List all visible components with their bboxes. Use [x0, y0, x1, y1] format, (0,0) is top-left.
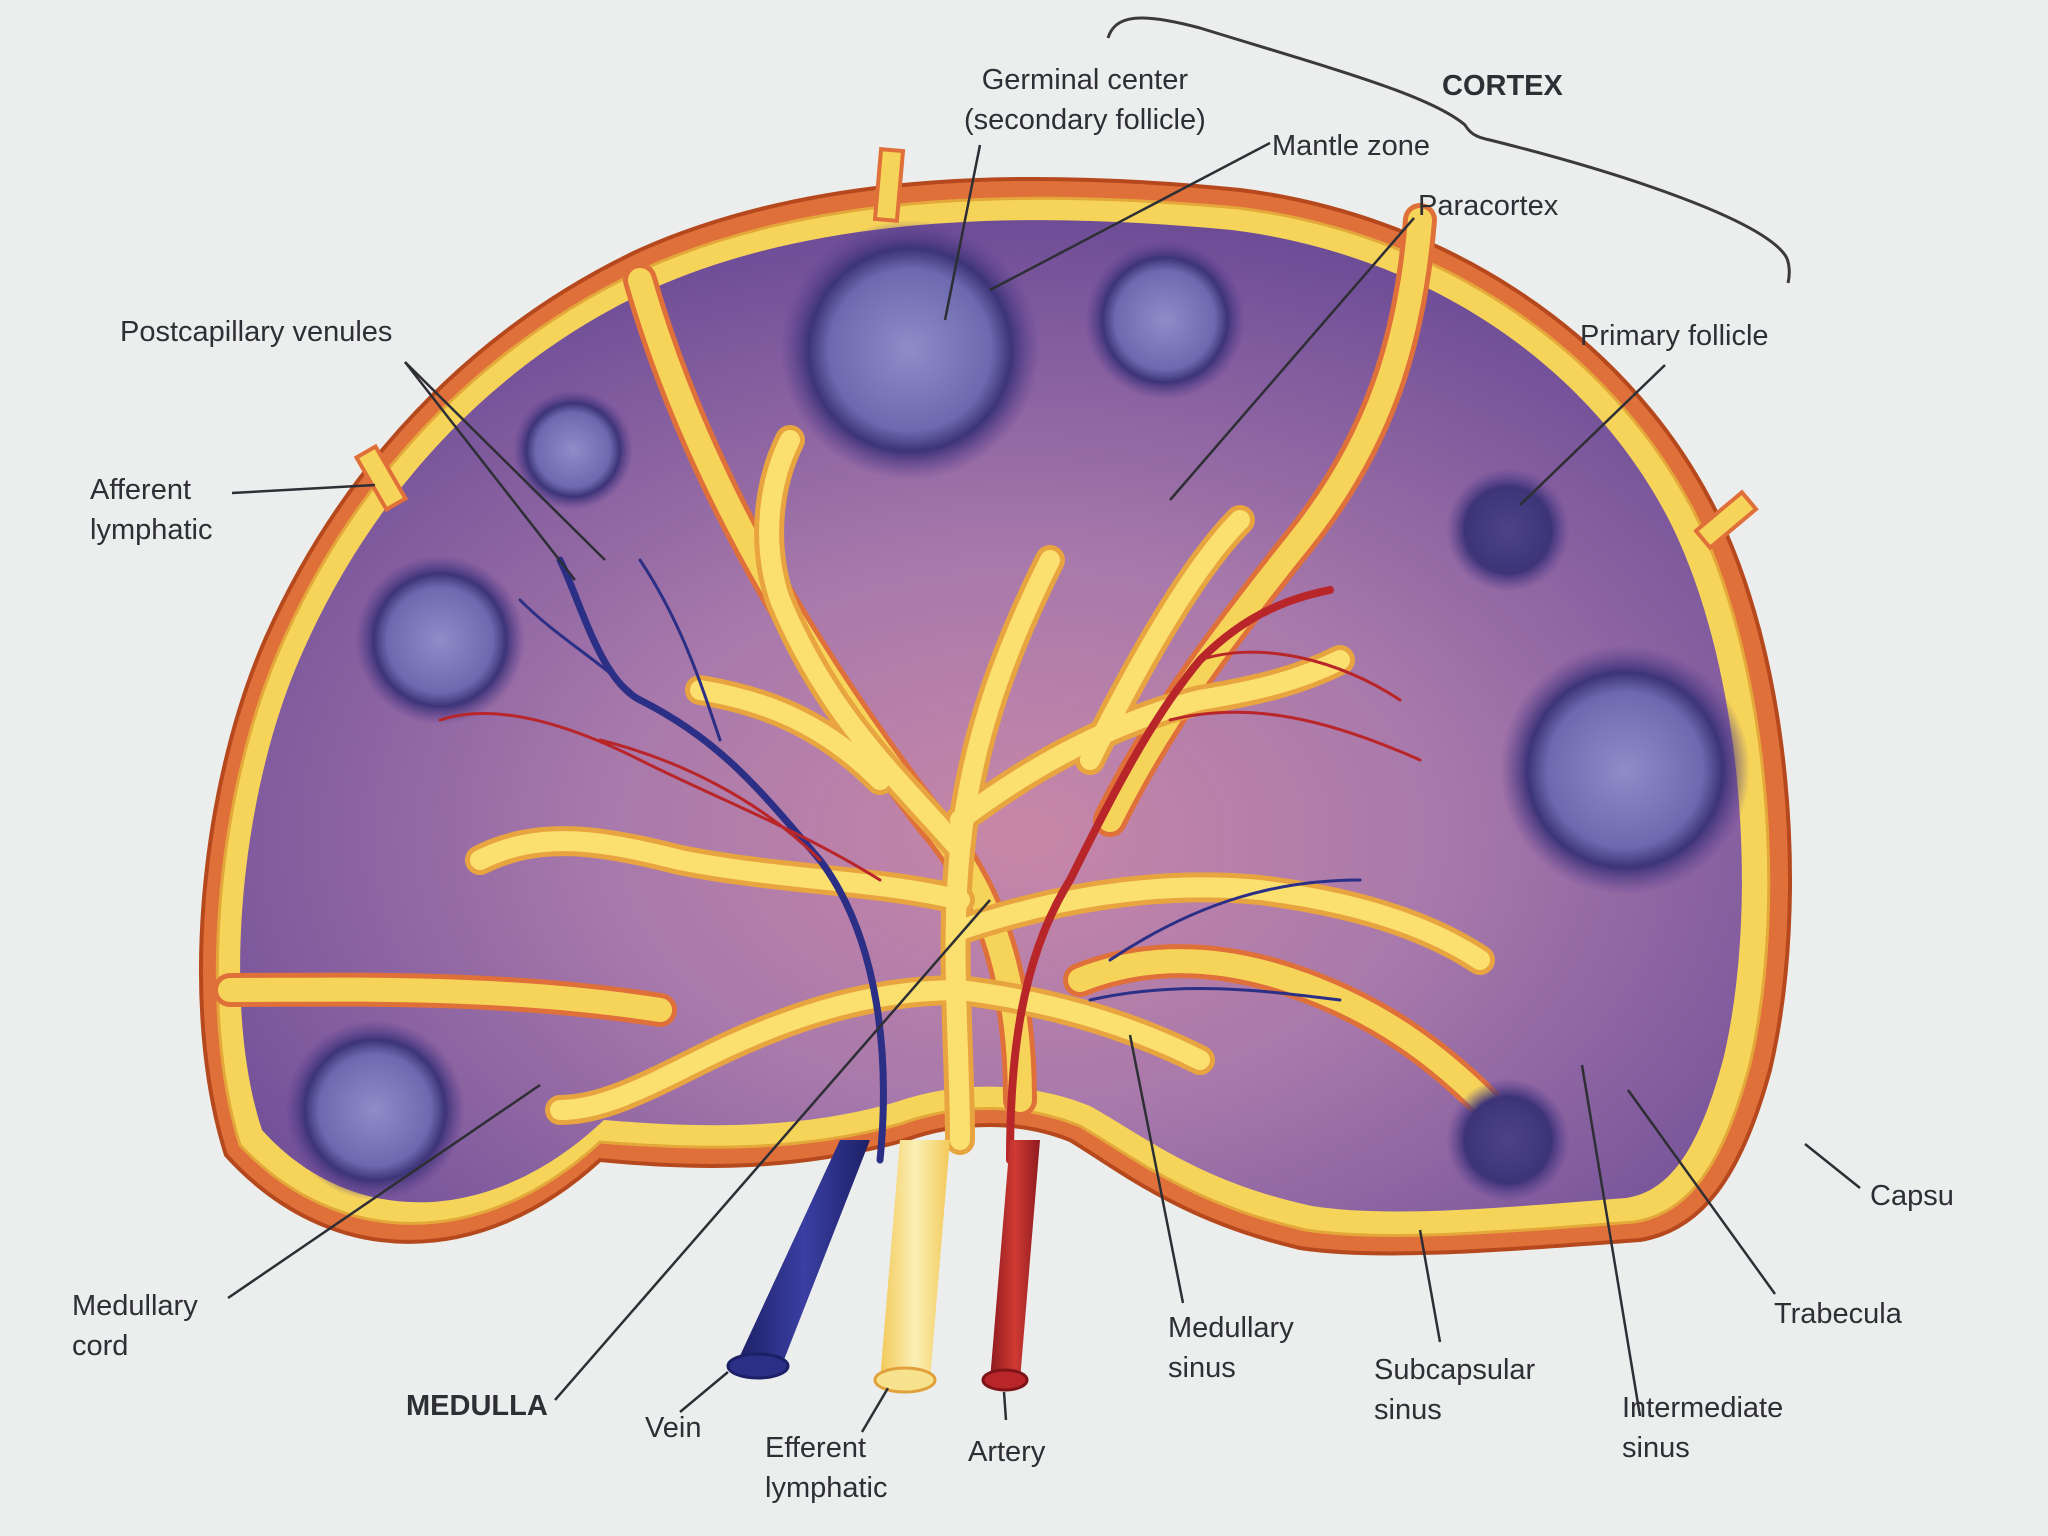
- label-efferent-lymphatic: Efferent lymphatic: [765, 1432, 888, 1504]
- label-intermediate-sinus: Intermediate sinus: [1622, 1392, 1784, 1464]
- label-postcapillary-venules: Postcapillary venules: [120, 316, 393, 348]
- efferent-lymphatic-opening: [873, 1366, 937, 1394]
- leader-artery: [1002, 1391, 1008, 1421]
- leader-trabecula: [1626, 1089, 1777, 1295]
- leader-intermediate-sinus: [1580, 1064, 1642, 1417]
- label-medullary-sinus: Medullary sinus: [1168, 1312, 1294, 1384]
- label-vein: Vein: [645, 1412, 702, 1444]
- afferent-lymphatic-top: [872, 147, 906, 223]
- cortex-bracket: [1106, 16, 1791, 284]
- label-mantle-zone: Mantle zone: [1272, 130, 1430, 162]
- venule-branch-left: [518, 558, 722, 742]
- label-cortex: CORTEX: [1442, 70, 1563, 102]
- primary-follicle-lower: [1446, 1078, 1570, 1202]
- afferent-lymphatic-left: [353, 443, 409, 513]
- label-paracortex: Paracortex: [1418, 190, 1559, 222]
- secondary-follicle-right: [1500, 645, 1750, 895]
- secondary-follicle-top-right: [1085, 240, 1245, 400]
- internal-artery: [1006, 586, 1334, 1164]
- label-subcapsular-sinus: Subcapsular sinus: [1374, 1354, 1536, 1426]
- leader-medullary-cord: [227, 1083, 541, 1300]
- label-trabecula: Trabecula: [1774, 1298, 1902, 1330]
- trabeculae: [213, 203, 1537, 1157]
- internal-vein: [556, 556, 887, 1164]
- label-capsule: Capsu: [1870, 1180, 1954, 1212]
- leader-postcapillary-2: [404, 361, 576, 581]
- vein-opening: [726, 1352, 790, 1380]
- label-afferent-lymphatic: Afferent lymphatic: [90, 474, 213, 546]
- afferent-lymphatics: [353, 147, 1759, 551]
- label-artery: Artery: [968, 1436, 1046, 1468]
- secondary-follicle-top: [780, 220, 1040, 480]
- leader-afferent-lymphatic: [231, 483, 376, 495]
- leader-vein: [679, 1371, 729, 1413]
- leader-postcapillary-1: [404, 361, 606, 561]
- leader-paracortex: [1169, 217, 1415, 501]
- secondary-follicle-lower-left: [285, 1020, 465, 1200]
- label-primary-follicle: Primary follicle: [1580, 320, 1769, 352]
- hilum-vessels: [726, 1140, 1040, 1394]
- follicles: [285, 220, 1750, 1202]
- medullary-sinus-network: [465, 425, 1495, 1155]
- secondary-follicle-left: [355, 555, 525, 725]
- arteriole-branch-left: [438, 712, 882, 882]
- artery-opening: [981, 1368, 1029, 1392]
- primary-follicle-right: [1446, 468, 1570, 592]
- secondary-follicle-upper-left: [513, 390, 633, 510]
- leader-medullary-sinus: [1128, 1034, 1185, 1304]
- leader-lines: [227, 141, 1861, 1433]
- label-germinal-center: Germinal center (secondary follicle): [964, 64, 1206, 136]
- arteriole-branch-right: [1168, 650, 1422, 762]
- leader-primary-follicle: [1519, 364, 1666, 506]
- leader-efferent-lymphatic: [860, 1387, 890, 1433]
- efferent-lymphatic-tube: [880, 1140, 950, 1380]
- leader-mantle-zone: [989, 141, 1271, 292]
- venule-branch-right: [1088, 878, 1362, 1002]
- leader-capsule: [1804, 1143, 1861, 1189]
- internal-vessels: [438, 556, 1422, 1164]
- artery-tube: [990, 1140, 1040, 1380]
- afferent-lymphatic-right: [1693, 489, 1759, 551]
- label-medulla: MEDULLA: [406, 1390, 548, 1422]
- label-medullary-cord: Medullary cord: [72, 1290, 198, 1362]
- leader-germinal-center: [943, 144, 982, 321]
- leader-subcapsular-sinus: [1418, 1229, 1442, 1343]
- leader-medulla: [554, 899, 991, 1401]
- vein-tube: [738, 1140, 870, 1370]
